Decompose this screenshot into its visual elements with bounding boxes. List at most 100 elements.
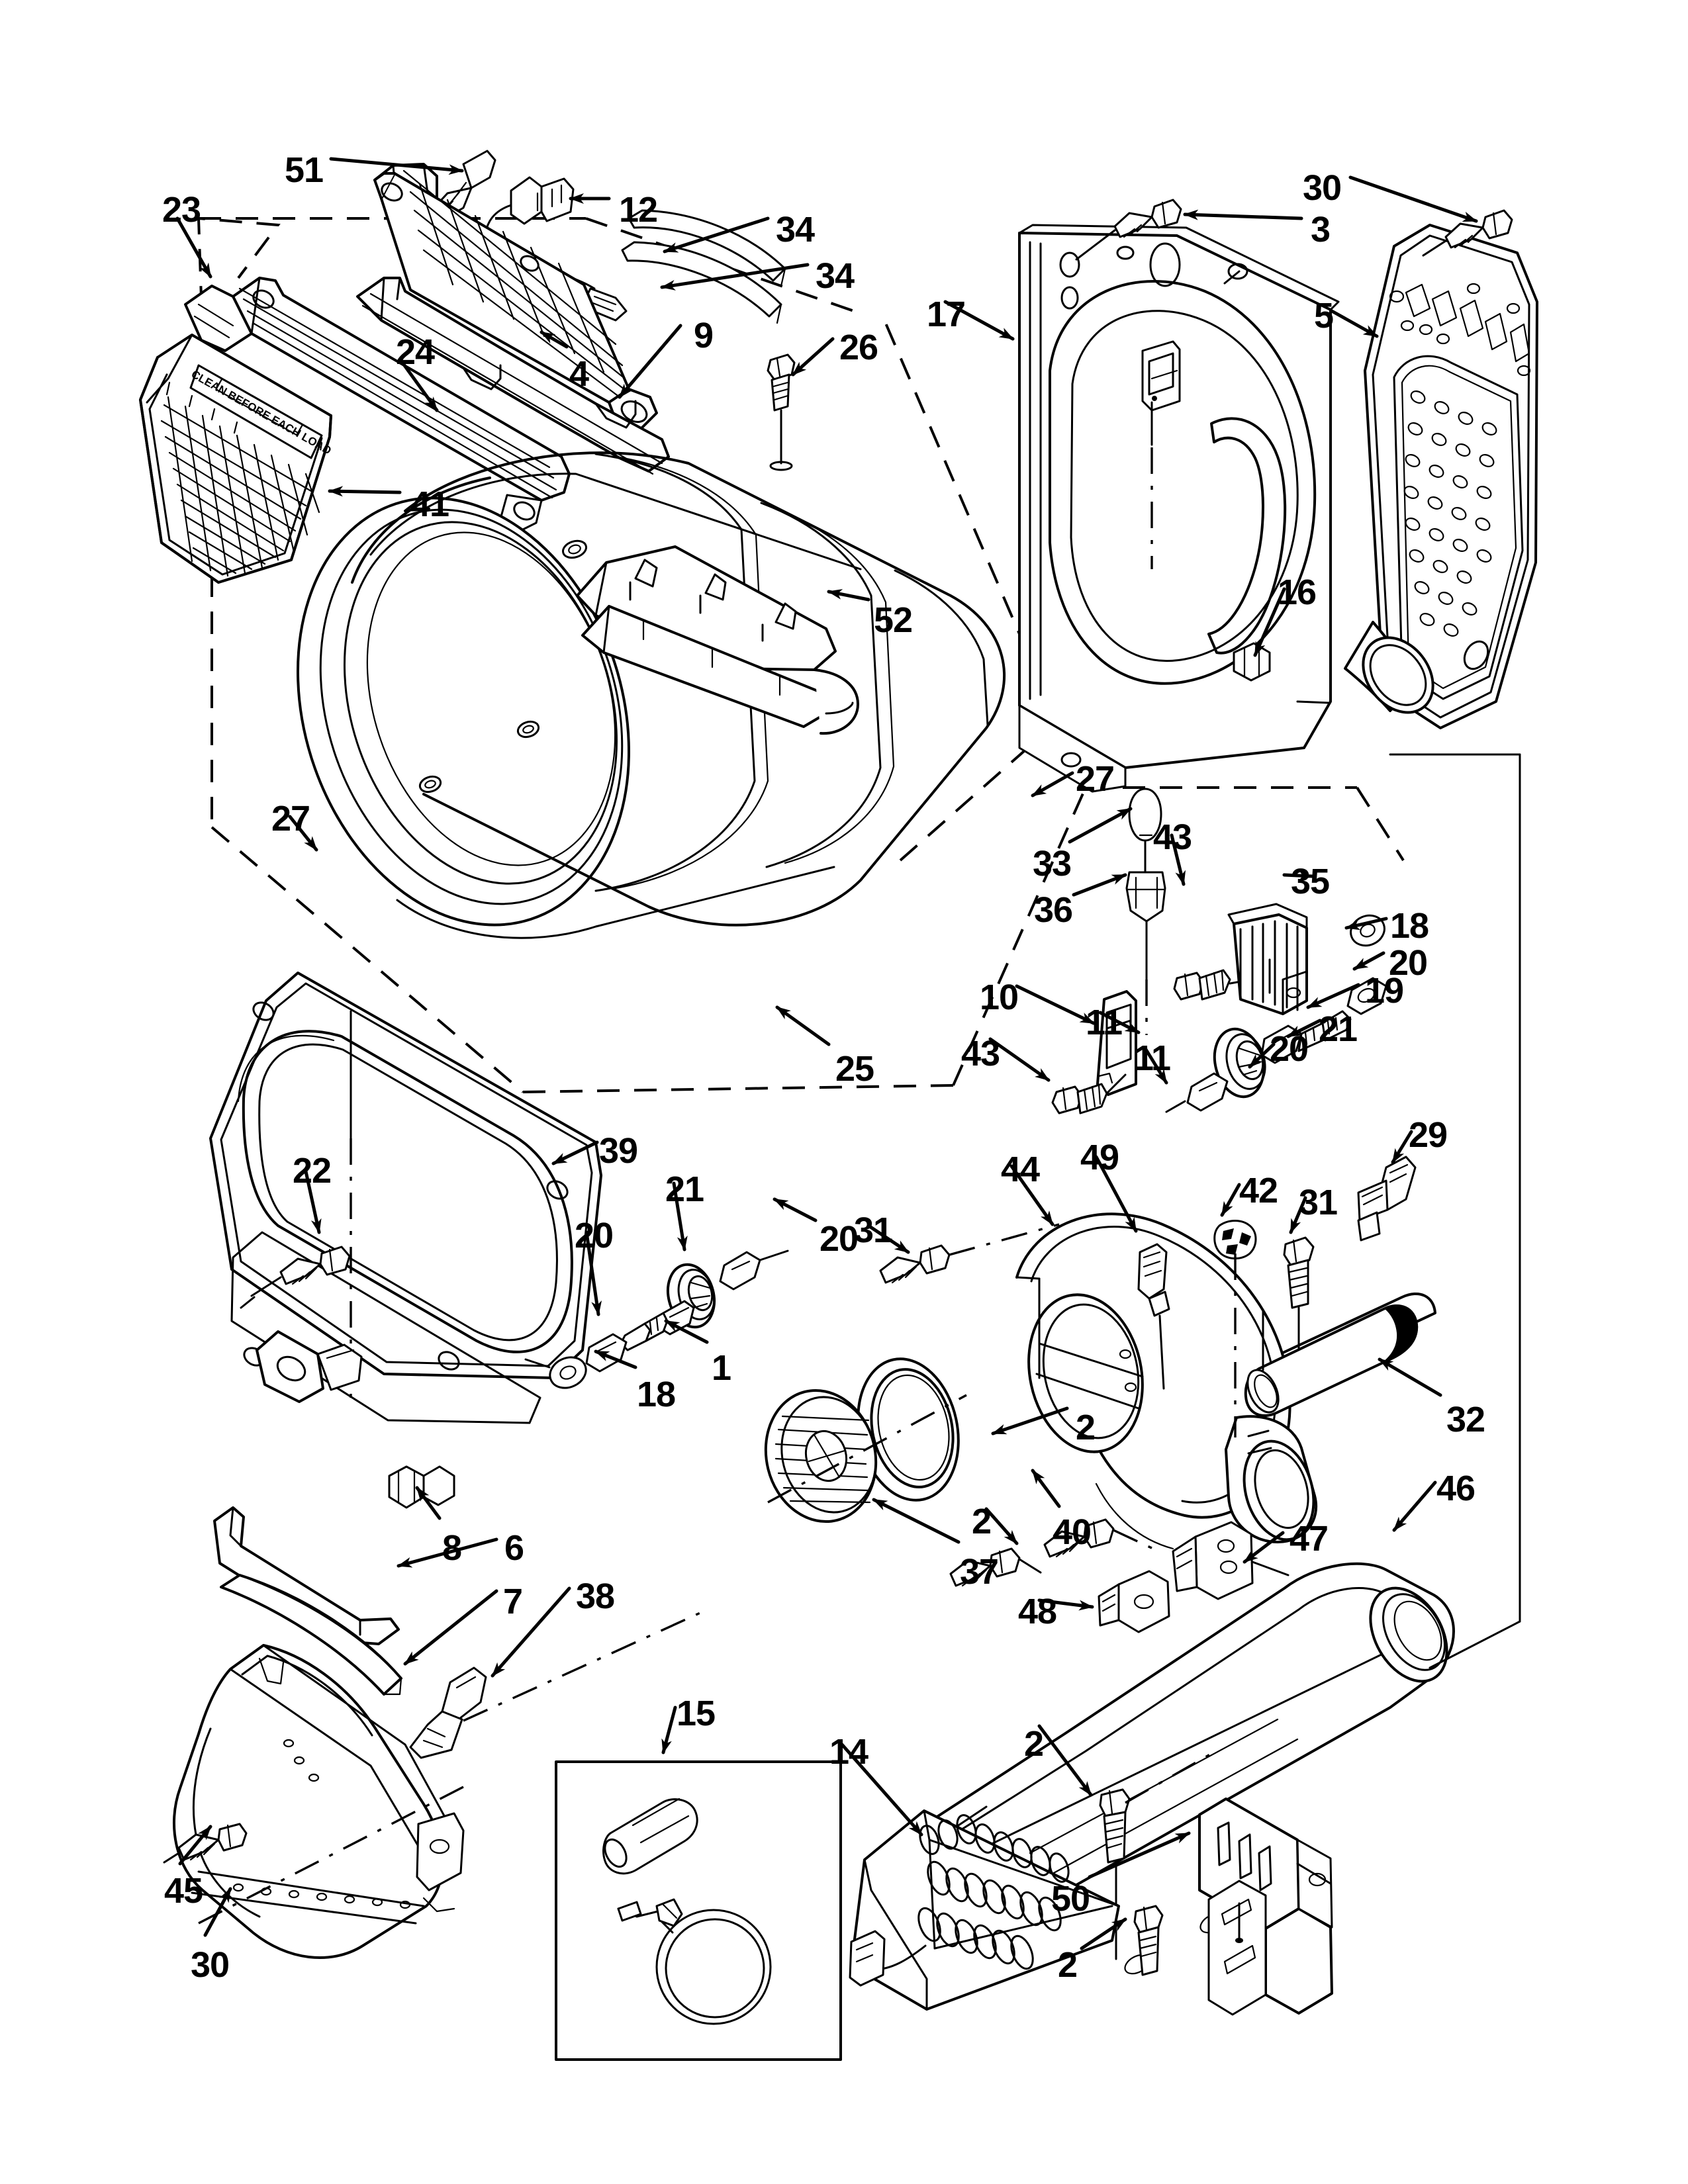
part-48-bracket	[1098, 1570, 1170, 1633]
callout-number-39: 39	[599, 1131, 638, 1171]
callout-number-26: 26	[839, 328, 878, 367]
callout-number-30: 30	[191, 1945, 230, 1985]
part-2-screw-b	[1099, 1749, 1219, 1960]
callout-number-34: 34	[776, 210, 815, 250]
part-37-blower-wheel	[764, 1388, 967, 1524]
callout-number-44: 44	[1001, 1150, 1040, 1189]
callout-number-47: 47	[1289, 1519, 1329, 1559]
callout-number-25: 25	[835, 1049, 874, 1089]
callout-number-1: 1	[712, 1348, 731, 1388]
part-31-screw-right	[1283, 1236, 1315, 1373]
part-32-vent-tube	[1244, 1293, 1436, 1417]
callout-number-23: 23	[162, 190, 201, 230]
callout-leader-lines	[175, 157, 1478, 1950]
part-44-blower-housing	[1015, 1212, 1318, 1550]
callout-number-18: 18	[1390, 906, 1429, 946]
callout-number-9: 9	[694, 316, 714, 355]
callout-number-15: 15	[677, 1694, 716, 1733]
callout-number-2: 2	[972, 1502, 992, 1541]
callout-number-31: 31	[854, 1210, 893, 1250]
part-38-duct-clip	[409, 1611, 702, 1759]
part-22-screw	[250, 1246, 351, 1297]
callout-number-30: 30	[1303, 168, 1342, 208]
part-30-screw-upper	[1422, 209, 1513, 257]
callout-number-27: 27	[1076, 759, 1115, 799]
callout-number-17: 17	[927, 295, 966, 334]
callout-number-50: 50	[1051, 1879, 1090, 1919]
part-35-terminal-block	[1227, 903, 1308, 1015]
callout-number-20: 20	[575, 1216, 614, 1255]
callout-number-40: 40	[1053, 1512, 1092, 1552]
part-26-screw	[767, 353, 796, 471]
part-5-rear-panel-grille	[1344, 224, 1538, 729]
callout-number-21: 21	[1319, 1009, 1358, 1049]
part-49-bracket-clip	[1137, 1243, 1170, 1390]
callout-number-32: 32	[1446, 1400, 1485, 1439]
callout-number-52: 52	[874, 600, 913, 640]
callout-number-45: 45	[164, 1871, 203, 1911]
callout-number-38: 38	[576, 1576, 615, 1616]
part-46-exhaust-duct	[904, 1562, 1455, 1988]
callout-number-33: 33	[1033, 844, 1072, 884]
part-24-lint-filter-housing	[184, 277, 571, 532]
part-17-rear-bulkhead	[1018, 224, 1340, 793]
part-7-curved-seal	[220, 1574, 402, 1696]
part-3-screw	[1075, 199, 1182, 261]
callout-number-29: 29	[1409, 1115, 1448, 1155]
part-41-lint-screen: CLEAN BEFORE EACH LOAD	[139, 334, 334, 584]
part-31-screw-blower	[879, 1223, 1060, 1284]
callout-number-12: 12	[619, 190, 658, 230]
callout-number-31: 31	[1299, 1183, 1338, 1222]
part-52-drum-baffle	[576, 545, 859, 735]
callout-number-16: 16	[1278, 572, 1317, 612]
callout-number-46: 46	[1436, 1469, 1476, 1508]
callout-number-35: 35	[1291, 862, 1330, 901]
callout-number-43: 43	[1153, 817, 1192, 857]
part-15-detail-box	[555, 1760, 842, 2061]
callout-number-34: 34	[816, 256, 855, 296]
callout-number-49: 49	[1080, 1138, 1119, 1177]
part-47-bracket	[1172, 1521, 1289, 1600]
part-8-nut	[388, 1465, 455, 1509]
callout-number-2: 2	[1058, 1945, 1078, 1985]
callout-number-48: 48	[1018, 1592, 1057, 1631]
callout-number-36: 36	[1034, 890, 1073, 930]
heating-coil	[917, 1814, 1070, 1970]
callout-number-51: 51	[285, 150, 324, 190]
part-2-screw-c	[1133, 1905, 1164, 1976]
callout-number-2: 2	[1076, 1408, 1096, 1447]
callout-number-3: 3	[1311, 210, 1331, 250]
part-25-drum	[297, 451, 1006, 939]
callout-number-20: 20	[1270, 1029, 1309, 1069]
callout-number-27: 27	[271, 799, 310, 839]
callout-number-19: 19	[1365, 971, 1404, 1011]
part-29-clip	[1357, 1156, 1417, 1242]
part-40-screw	[1043, 1518, 1154, 1558]
callout-number-7: 7	[503, 1582, 523, 1621]
callout-number-11: 11	[1086, 1003, 1123, 1042]
part-4-duct-support	[356, 277, 670, 475]
diagram-frame-lines	[1389, 753, 1521, 1669]
part-2-screw-a	[949, 1547, 1042, 1587]
callout-number-21: 21	[665, 1169, 704, 1209]
callout-number-22: 22	[293, 1151, 332, 1191]
callout-number-2: 2	[1024, 1724, 1044, 1764]
part-43-screw-b	[1051, 1083, 1108, 1115]
callout-number-20: 20	[820, 1219, 859, 1259]
callout-number-4: 4	[569, 354, 589, 394]
small-parts-cluster	[1051, 788, 1387, 1115]
callout-number-10: 10	[980, 978, 1019, 1017]
callout-number-6: 6	[504, 1528, 524, 1568]
callout-number-11: 11	[1134, 1038, 1171, 1078]
part-14-heating-element	[849, 1809, 1120, 2011]
part-50-heater-bracket	[1198, 1797, 1333, 2016]
callout-number-8: 8	[442, 1528, 462, 1568]
callout-number-5: 5	[1314, 296, 1334, 336]
callout-number-18: 18	[637, 1375, 676, 1414]
callout-number-14: 14	[829, 1732, 868, 1772]
callout-number-20: 20	[1389, 943, 1428, 983]
callout-number-41: 41	[410, 484, 449, 524]
callout-number-43: 43	[961, 1034, 1000, 1073]
